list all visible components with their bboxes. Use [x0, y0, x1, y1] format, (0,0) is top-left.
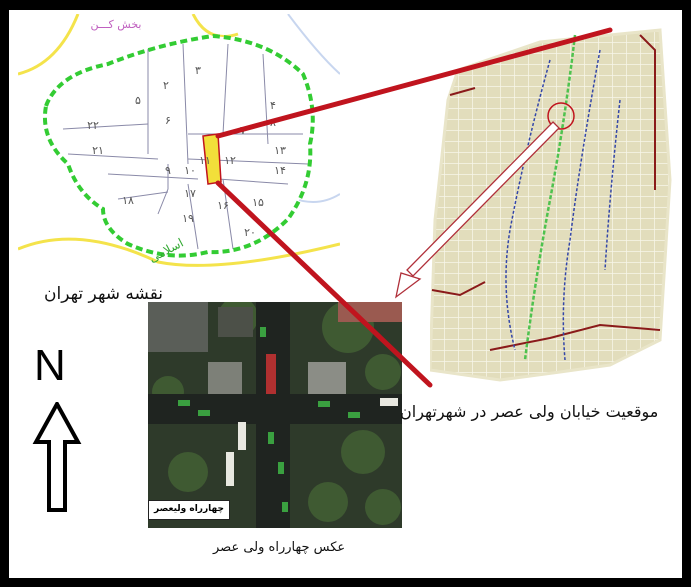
- district-number: ۱۹: [182, 212, 194, 225]
- district-header-text: بخش کـــن: [91, 18, 142, 31]
- district-number: ۱۳: [274, 144, 286, 157]
- district-number: ۶: [165, 114, 171, 127]
- north-letter: N: [34, 341, 66, 390]
- vali-asr-street: [523, 34, 577, 361]
- district-number: ۱۰: [184, 164, 196, 177]
- district-number: ۴: [270, 99, 276, 112]
- district-number: ۱۱: [199, 154, 211, 167]
- district-number: ۱۸: [122, 194, 134, 207]
- street-location-caption: موقعیت خیابان ولی عصر در شهرتهران: [400, 402, 659, 421]
- district-number: ۲۲: [87, 119, 99, 132]
- district-number: ۱۶: [217, 199, 229, 212]
- district-number: ۱۵: [252, 196, 264, 209]
- district-number: ۱۴: [274, 164, 286, 177]
- aerial-photo: [148, 302, 402, 528]
- district-number: ۱۲: [224, 154, 236, 167]
- vali-asr-street-map: [430, 28, 672, 382]
- aerial-photo-caption: عکس چهارراه ولی عصر: [213, 540, 346, 555]
- district-number: ۲۰: [244, 226, 256, 239]
- north-arrow-icon: [32, 402, 82, 512]
- district-number: ۵: [135, 94, 141, 107]
- district-number: ۹: [165, 164, 171, 177]
- district-number: ۳: [195, 64, 201, 77]
- district-number: ۲۱: [92, 144, 104, 157]
- aerial-photo-label: چهارراه ولیعصر: [148, 500, 230, 520]
- district-number: ۲: [163, 79, 169, 92]
- district-number: ۱۷: [184, 187, 196, 200]
- district-number: ۸: [270, 116, 276, 129]
- city-map-caption: نقشه شهر تهران: [44, 284, 164, 304]
- district-number: ۷: [240, 124, 246, 137]
